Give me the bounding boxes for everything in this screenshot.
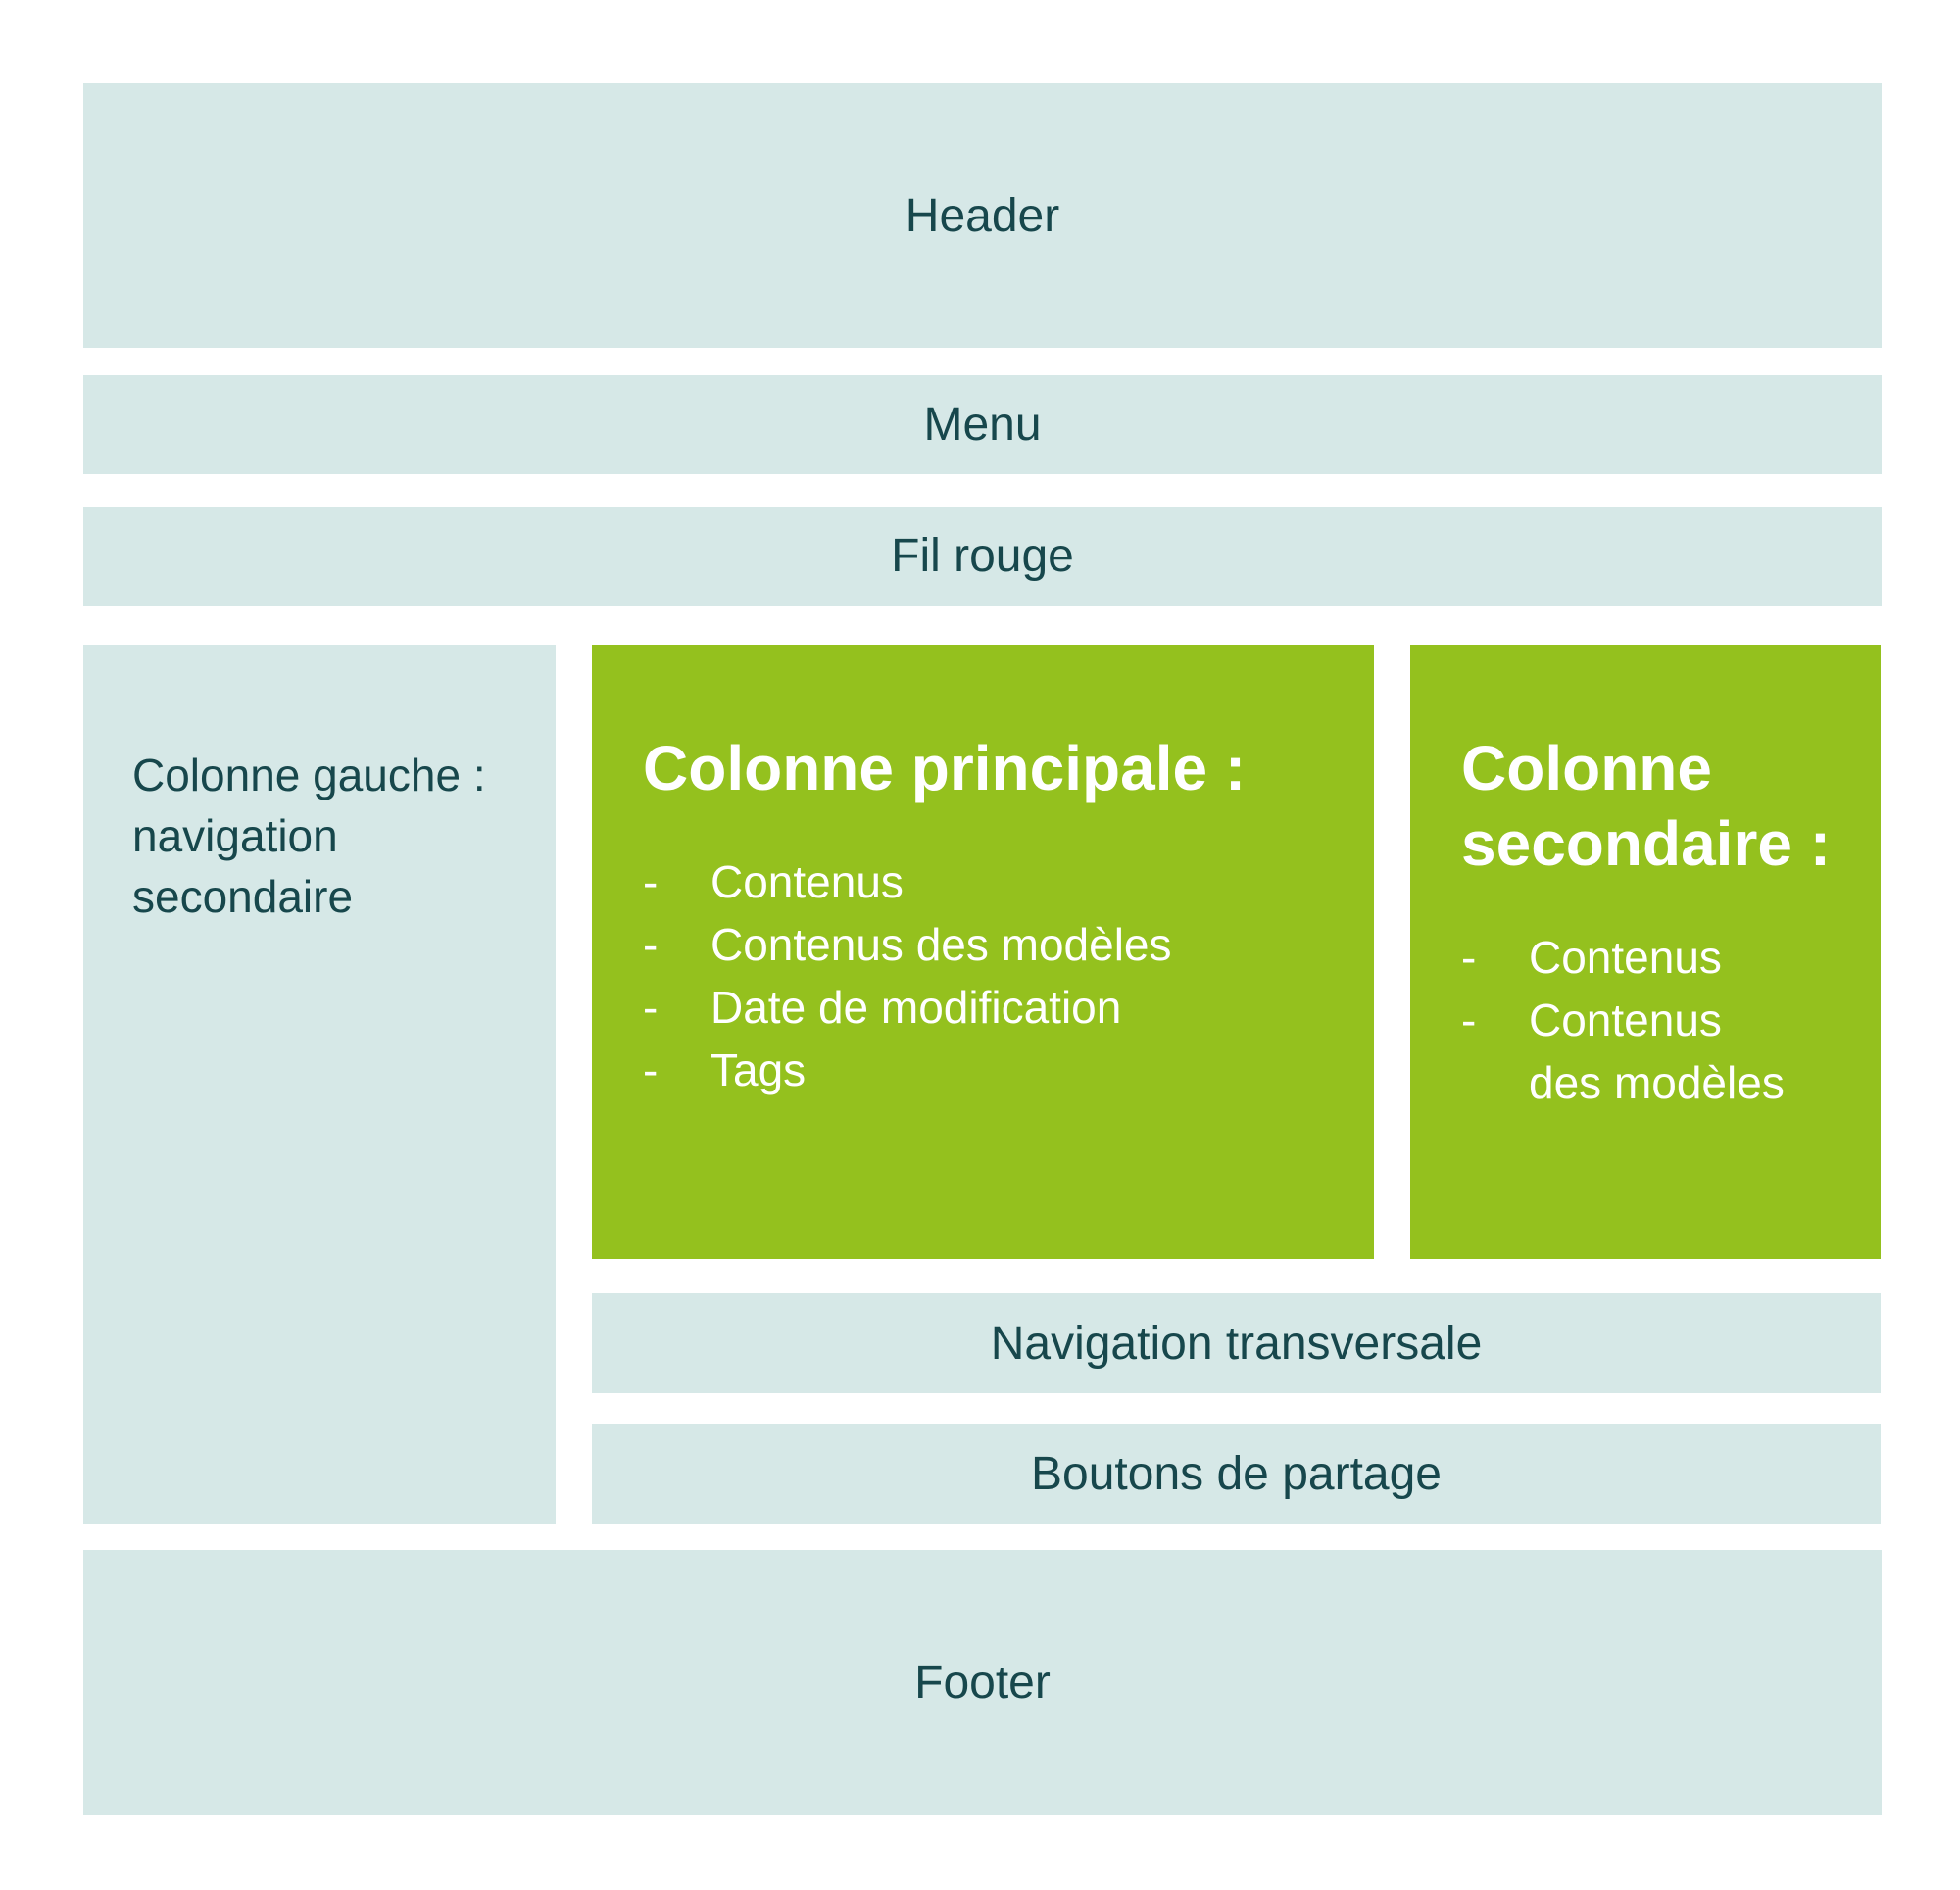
list-item-text: Tags (710, 1043, 807, 1095)
main-column-list: -Contenus-Contenus des modèles-Date de m… (643, 850, 1354, 1101)
secondary-column-list: -Contenus-Contenus des modèles (1461, 926, 1861, 1114)
footer-zone-label: Footer (914, 1656, 1051, 1709)
dash-bullet: - (643, 918, 659, 970)
dash-bullet: - (1461, 993, 1477, 1045)
breadcrumb-zone-label: Fil rouge (891, 530, 1074, 582)
main-column-title: Colonne principale : (643, 733, 1247, 803)
list-item-text: Date de modification (710, 981, 1122, 1033)
list-item-text: Contenus des modèles (710, 918, 1172, 970)
dash-bullet: - (643, 855, 659, 907)
list-item-text: Contenus des modèles (1529, 993, 1785, 1108)
dash-bullet: - (643, 1043, 659, 1095)
secondary-column-zone: Colonne secondaire : -Contenus-Contenus … (1410, 645, 1881, 1259)
footer-zone: Footer (83, 1550, 1882, 1815)
list-item: -Date de modification (643, 976, 1354, 1039)
list-item: -Contenus (643, 850, 1354, 913)
dash-bullet: - (1461, 931, 1477, 983)
share-buttons-zone-label: Boutons de partage (1031, 1447, 1442, 1500)
left-column-zone: Colonne gauche : navigation secondaire (83, 645, 556, 1524)
menu-zone-label: Menu (923, 399, 1042, 451)
list-item-text: Contenus (1529, 931, 1722, 983)
share-buttons-zone: Boutons de partage (592, 1424, 1881, 1524)
list-item-text: Contenus (710, 855, 904, 907)
dash-bullet: - (643, 981, 659, 1033)
header-zone-label: Header (905, 189, 1060, 242)
transversal-nav-zone-label: Navigation transversale (990, 1317, 1483, 1370)
list-item: -Contenus des modèles (1461, 989, 1861, 1114)
main-column-zone: Colonne principale : -Contenus-Contenus … (592, 645, 1374, 1259)
list-item: -Contenus (1461, 926, 1861, 989)
header-zone: Header (83, 83, 1882, 348)
list-item: -Tags (643, 1039, 1354, 1101)
menu-zone: Menu (83, 375, 1882, 474)
list-item: -Contenus des modèles (643, 913, 1354, 976)
secondary-column-title: Colonne secondaire : (1461, 733, 1832, 879)
breadcrumb-zone: Fil rouge (83, 507, 1882, 606)
transversal-nav-zone: Navigation transversale (592, 1293, 1881, 1393)
left-column-zone-label: Colonne gauche : navigation secondaire (132, 750, 486, 922)
